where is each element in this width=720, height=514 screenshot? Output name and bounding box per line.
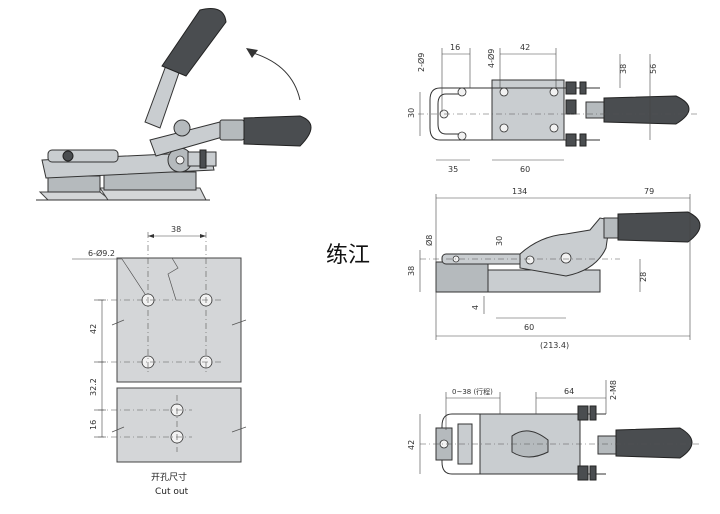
cutout-title-cn: 开孔尺寸: [151, 471, 187, 483]
cutout-dim-42-label: 42: [89, 324, 98, 334]
top-view-dim-42-label: 42: [520, 43, 530, 52]
side-view-dim-60-label: 60: [524, 323, 534, 332]
cutout-dim-32-label: 32.2: [89, 378, 98, 396]
top-view-dim-38-label: 38: [619, 64, 628, 74]
bottom-view-dim-64-label: 64: [564, 387, 574, 396]
side-view-dim-38-label: 38: [407, 266, 416, 276]
side-view-dim-28-label: 28: [639, 272, 648, 282]
cutout-title-en: Cut out: [155, 487, 189, 497]
side-view-dim-134-label: 134: [512, 187, 527, 196]
cutout-drawing: [72, 232, 247, 463]
side-view-dim-d8-label: Ø8: [424, 235, 434, 246]
top-view-holes-left-label: 2-Ø9: [416, 53, 426, 72]
bottom-view-drawing: [419, 380, 700, 481]
bottom-view-m8-label: 2-M8: [609, 380, 618, 400]
bottom-view-stroke-label: 0~38 (行程): [452, 387, 493, 396]
side-view-dim-30-label: 30: [495, 236, 504, 246]
bottom-view-dim-42-label: 42: [407, 440, 416, 450]
side-view-dim-total-label: (213.4): [540, 341, 569, 350]
top-view-dim-60-label: 60: [520, 165, 530, 174]
top-view-dim-35-label: 35: [448, 165, 458, 174]
cutout-dim-16-label: 16: [89, 420, 98, 430]
side-view-dim-79-label: 79: [644, 187, 654, 196]
clamp-3d-illustration: [36, 8, 312, 201]
watermark-text: 练江: [326, 243, 370, 268]
top-view-dim-30-label: 30: [407, 108, 416, 118]
cutout-hole-spec-label: 6-Ø9.2: [88, 248, 115, 258]
top-view-dim-56-label: 56: [649, 64, 658, 74]
top-view-dim-16-label: 16: [450, 43, 460, 52]
side-view-dim-4-label: 4: [471, 305, 480, 310]
side-view-drawing: [419, 194, 701, 340]
cutout-dim-38-label: 38: [171, 225, 181, 234]
top-view-drawing: [418, 48, 700, 161]
top-view-holes-mid-label: 4-Ø9: [486, 49, 496, 68]
